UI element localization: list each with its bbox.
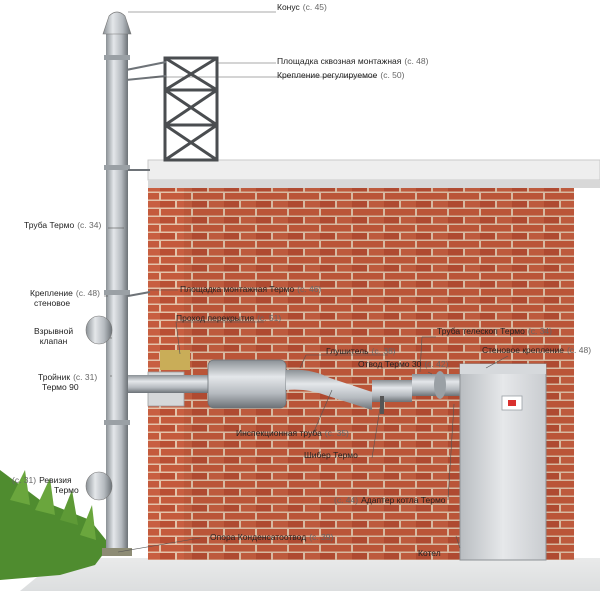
- label-explosion-valve: Взрывной клапан: [34, 326, 73, 346]
- label-boiler-name: Котел: [418, 548, 441, 558]
- label-revision-termo-page: (с. 31): [12, 475, 37, 485]
- ceiling-pass-block: [160, 350, 190, 370]
- label-revision-termo-sub: Термо: [54, 485, 79, 495]
- label-tee-termo-name: Тройник: [38, 372, 71, 382]
- telescope-collar: [434, 371, 446, 399]
- label-pipe-termo-name: Труба Термо: [24, 220, 75, 230]
- label-ceiling-pass-name: Проход перекрытия: [176, 313, 255, 323]
- revision-cap: [85, 471, 113, 501]
- damper: [380, 396, 384, 414]
- label-explosion-valve-line2: клапан: [39, 336, 68, 346]
- label-wall-bracket-page: (с. 48): [566, 345, 592, 355]
- label-elbow-termo-name: Отвод Термо 30: [358, 359, 422, 369]
- label-inspection-pipe: Инспекционная труба(с. 35): [236, 428, 349, 438]
- through-mounting-platform: [163, 56, 219, 162]
- label-pipe-termo-page: (с. 34): [77, 220, 102, 230]
- horizontal-flue-pipe-1: [128, 375, 218, 393]
- label-tee-termo-sub: Термо 90: [42, 382, 79, 392]
- label-inspection-pipe-name: Инспекционная труба: [236, 428, 322, 438]
- roof-slab: [147, 159, 600, 181]
- label-platform-termo: Площадка монтажная Термо(с. 46): [180, 284, 321, 294]
- label-cone-name: Конус: [277, 2, 300, 12]
- label-muffler-page: (с. 38): [371, 346, 396, 356]
- label-mount-adjustable-name: Крепление регулируемое: [277, 70, 378, 80]
- label-telescope-pipe-name: Труба телескоп Термо: [437, 326, 525, 336]
- vertical-chimney-pipe: [106, 28, 128, 550]
- label-explosion-valve-line1: Взрывной: [34, 326, 74, 336]
- label-tee-termo-page: (с. 31): [73, 372, 98, 382]
- label-cone-page: (с. 45): [302, 2, 327, 12]
- label-boiler-adapter-name: Адаптер котла Термо: [361, 495, 446, 505]
- label-condensate-support-name: Опора Конденсатоотвод: [210, 532, 307, 542]
- cone-cap: [102, 11, 132, 35]
- label-condensate-support-page: (с. 39): [309, 532, 334, 542]
- label-damper-termo-name: Шибер Термо: [304, 450, 358, 460]
- label-platform-termo-page: (с. 46): [297, 284, 322, 294]
- roof-slab-edge: [148, 180, 600, 188]
- label-platform-through-page: (с. 48): [404, 56, 429, 66]
- label-ceiling-pass-page: (с. 51): [257, 313, 282, 323]
- label-boiler-adapter-page: (с. 44): [334, 495, 359, 505]
- ground-floor: [20, 558, 600, 591]
- label-boiler-adapter: (с. 44)Адаптер котла Термо: [334, 495, 446, 505]
- elbow-pipe: [286, 369, 372, 410]
- boiler-button: [508, 400, 516, 406]
- label-inspection-pipe-page: (с. 35): [324, 428, 349, 438]
- label-revision-termo-name: Ревизия: [39, 475, 72, 485]
- label-mount-adjustable: Крепление регулируемое(с. 50): [277, 70, 404, 80]
- label-wall-bracket: Стеновое крепление(с. 48): [482, 345, 591, 355]
- explosion-valve: [85, 315, 113, 345]
- label-wall-mount: Крепление(с. 48) стеновое: [30, 288, 100, 308]
- adjustable-bracket: [125, 61, 167, 81]
- label-wall-bracket-name: Стеновое крепление: [482, 345, 564, 355]
- wall-mount-bracket: [127, 169, 151, 297]
- label-wall-mount-sub: стеновое: [34, 298, 71, 308]
- label-ceiling-pass: Проход перекрытия(с. 51): [176, 313, 281, 323]
- boiler-body: [459, 363, 547, 561]
- label-muffler-name: Глушитель: [326, 346, 369, 356]
- label-pipe-termo: Труба Термо(с. 34): [24, 220, 101, 230]
- label-elbow-termo-page: (с. 42): [424, 359, 449, 369]
- label-platform-through: Площадка сквозная монтажная(с. 48): [277, 56, 428, 66]
- pipe-joints: [104, 55, 130, 425]
- label-wall-mount-name: Крепление: [30, 288, 73, 298]
- condensate-support: [102, 548, 132, 556]
- label-boiler: Котел: [418, 548, 441, 558]
- label-telescope-pipe: Труба телескоп Термо(с. 34): [437, 326, 552, 336]
- label-muffler: Глушитель(с. 38): [326, 346, 396, 356]
- label-tee-termo: Тройник(с. 31) Термо 90: [38, 372, 97, 392]
- label-wall-mount-page: (с. 48): [75, 288, 100, 298]
- label-revision-termo: (с. 31)Ревизия Термо: [12, 475, 79, 495]
- label-elbow-termo: Отвод Термо 30(с. 42): [358, 359, 448, 369]
- label-mount-adjustable-page: (с. 50): [380, 70, 405, 80]
- label-cone: Конус(с. 45): [277, 2, 327, 12]
- label-condensate-support: Опора Конденсатоотвод(с. 39): [210, 532, 333, 542]
- horizontal-flue-pipe-2: [372, 380, 412, 402]
- boiler-top: [460, 364, 546, 374]
- grass: [0, 470, 110, 580]
- label-platform-through-name: Площадка сквозная монтажная: [277, 56, 402, 66]
- label-telescope-pipe-page: (с. 34): [527, 326, 552, 336]
- muffler: [207, 359, 287, 409]
- label-platform-termo-name: Площадка монтажная Термо: [180, 284, 295, 294]
- leader-lines: [104, 11, 509, 553]
- label-damper-termo: Шибер Термо: [304, 450, 358, 460]
